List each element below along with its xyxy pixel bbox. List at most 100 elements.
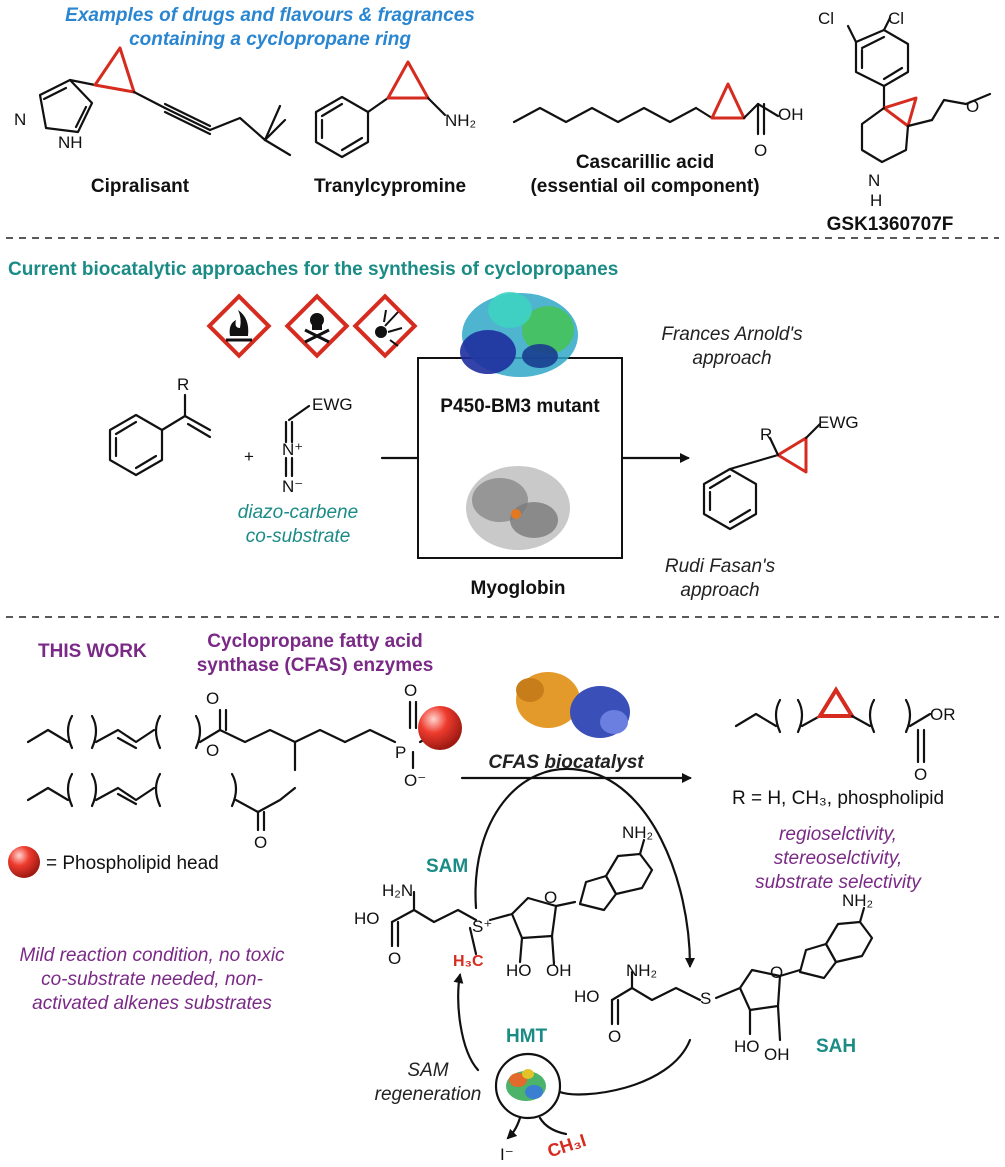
atom-o-ring: O [544,888,557,907]
atom-cl1: Cl [818,9,834,28]
product-ewg: EWG [818,413,859,432]
selectivity-line2: stereoselctivity, [774,848,902,869]
sah-structure [610,906,874,1042]
atom-ho-sam: HO [354,909,380,928]
this-work-label: THIS WORK [38,641,147,662]
atom-n: N [14,110,26,129]
sam-label: SAM [426,856,468,877]
cfas-line1: Cyclopropane fatty acid [207,631,422,652]
atom-s-plus: S⁺ [472,917,492,936]
phospholipid-structure [26,700,447,832]
cosubstrate-line2: co-substrate [246,526,351,547]
p450-protein-image [460,292,578,377]
styrene-structure [108,393,212,477]
gsk-structure [846,16,992,164]
flammable-icon [206,293,272,359]
atom-oh: OH [778,105,804,124]
phospholipid-legend: = Phospholipid head [46,853,219,874]
cfas-to-sah-arrow [578,768,695,968]
myoglobin-protein-image [466,466,570,550]
diazo-structure [284,404,311,478]
atom-o-sah: O [608,1027,621,1046]
approach-fasan-line1: Rudi Fasan's [665,556,776,577]
r-definition: R = H, CH₃, phospholipid [732,788,944,809]
cascarillic-name-line1: Cascarillic acid [576,152,714,173]
sam-to-cfas-arrow [474,767,582,910]
atom-nh2-sah: NH₂ [626,961,657,980]
atom-nh2: NH₂ [445,111,476,130]
atom-h2n-sam: H₂N [382,881,413,900]
cfa-product-structure [734,686,932,764]
cascarillic-structure [512,82,780,136]
atom-n-gsk: N [868,171,880,190]
atom-o-acid: O [914,765,927,784]
atom-oh-sah-ribose: OH [764,1045,790,1064]
selectivity-line3: substrate selectivity [755,872,922,893]
cfas-catalyst-label: CFAS biocatalyst [488,752,644,773]
atom-cl2: Cl [888,9,904,28]
cfas-protein-image [516,672,630,738]
product-r: R [760,425,772,444]
atom-p: P [395,743,406,762]
atom-nh2-sah-adenine: NH₂ [842,891,873,910]
ch3i-input-arrow [538,1116,568,1136]
iodide-label: I⁻ [500,1145,514,1164]
section2-title: Current biocatalytic approaches for the … [8,259,618,280]
atom-o-sam: O [388,949,401,968]
hmt-to-sam-arrow [453,973,480,1072]
enzyme-p450-label: P450-BM3 mutant [440,396,600,417]
section-drug-examples: Examples of drugs and flavours & fragran… [14,5,992,235]
selectivity-line1: regioselctivity, [779,824,897,845]
atom-oh-ribose: OH [546,961,572,980]
atom-o-ester1b: O [206,741,219,760]
mild-line2: co-substrate needed, non- [41,969,263,990]
substrate-r: R [177,375,189,394]
atom-ho-sah: HO [574,987,600,1006]
atom-ho-ribose: HO [506,961,532,980]
toxic-icon [284,293,350,359]
enzyme-myoglobin-label: Myoglobin [471,578,566,599]
regen-line1: SAM [407,1060,448,1081]
sam-methyl: H₃C [453,953,484,970]
atom-nh2-adenine: NH₂ [622,823,653,842]
gsk-name: GSK1360707F [827,214,954,235]
atom-h-gsk: H [870,191,882,210]
cfas-line2: synthase (CFAS) enzymes [197,655,434,676]
atom-n-minus: N⁻ [282,477,303,496]
sah-label: SAH [816,1036,856,1057]
tranylcypromine-structure [314,60,447,159]
sah-to-hmt-arrow [558,1038,692,1096]
atom-o-gsk: O [966,97,979,116]
product-cyclopropane-structure [702,422,822,531]
iodide-release-arrow [506,1116,522,1140]
approach-fasan-line2: approach [680,580,759,601]
mild-line3: activated alkenes substrates [32,993,272,1014]
phospholipid-head-icon [418,706,462,750]
approach-arnold-line1: Frances Arnold's [661,324,803,345]
mild-line1: Mild reaction condition, no toxic [19,945,285,966]
sam-structure [390,838,654,966]
atom-o-ester2: O [254,833,267,852]
atom-o-ring-sah: O [770,963,783,982]
section-current-approaches: Current biocatalytic approaches for the … [8,259,859,601]
atom-n-plus: N⁺ [282,440,303,459]
atom-o: O [754,141,767,160]
ch3i-label: CH₃I [545,1130,589,1161]
cosubstrate-line1: diazo-carbene [238,502,358,523]
regen-line2: regeneration [375,1084,482,1105]
atom-nh: NH [58,133,83,152]
atom-o-p: O [404,681,417,700]
section1-title-line2: containing a cyclopropane ring [129,29,411,50]
hmt-protein-image [506,1069,546,1101]
phospholipid-head-legend-icon [8,846,40,878]
explosive-icon [352,293,418,359]
atom-or: OR [930,705,956,724]
hmt-label: HMT [506,1026,548,1047]
hmt-cycle [494,1052,562,1120]
cipralisant-structure [38,46,292,157]
atom-o-ester1: O [206,689,219,708]
cascarillic-name-line2: (essential oil component) [530,176,759,197]
diazo-ewg: EWG [312,395,353,414]
section-this-work: THIS WORK Cyclopropane fatty acid syntha… [8,631,956,1164]
